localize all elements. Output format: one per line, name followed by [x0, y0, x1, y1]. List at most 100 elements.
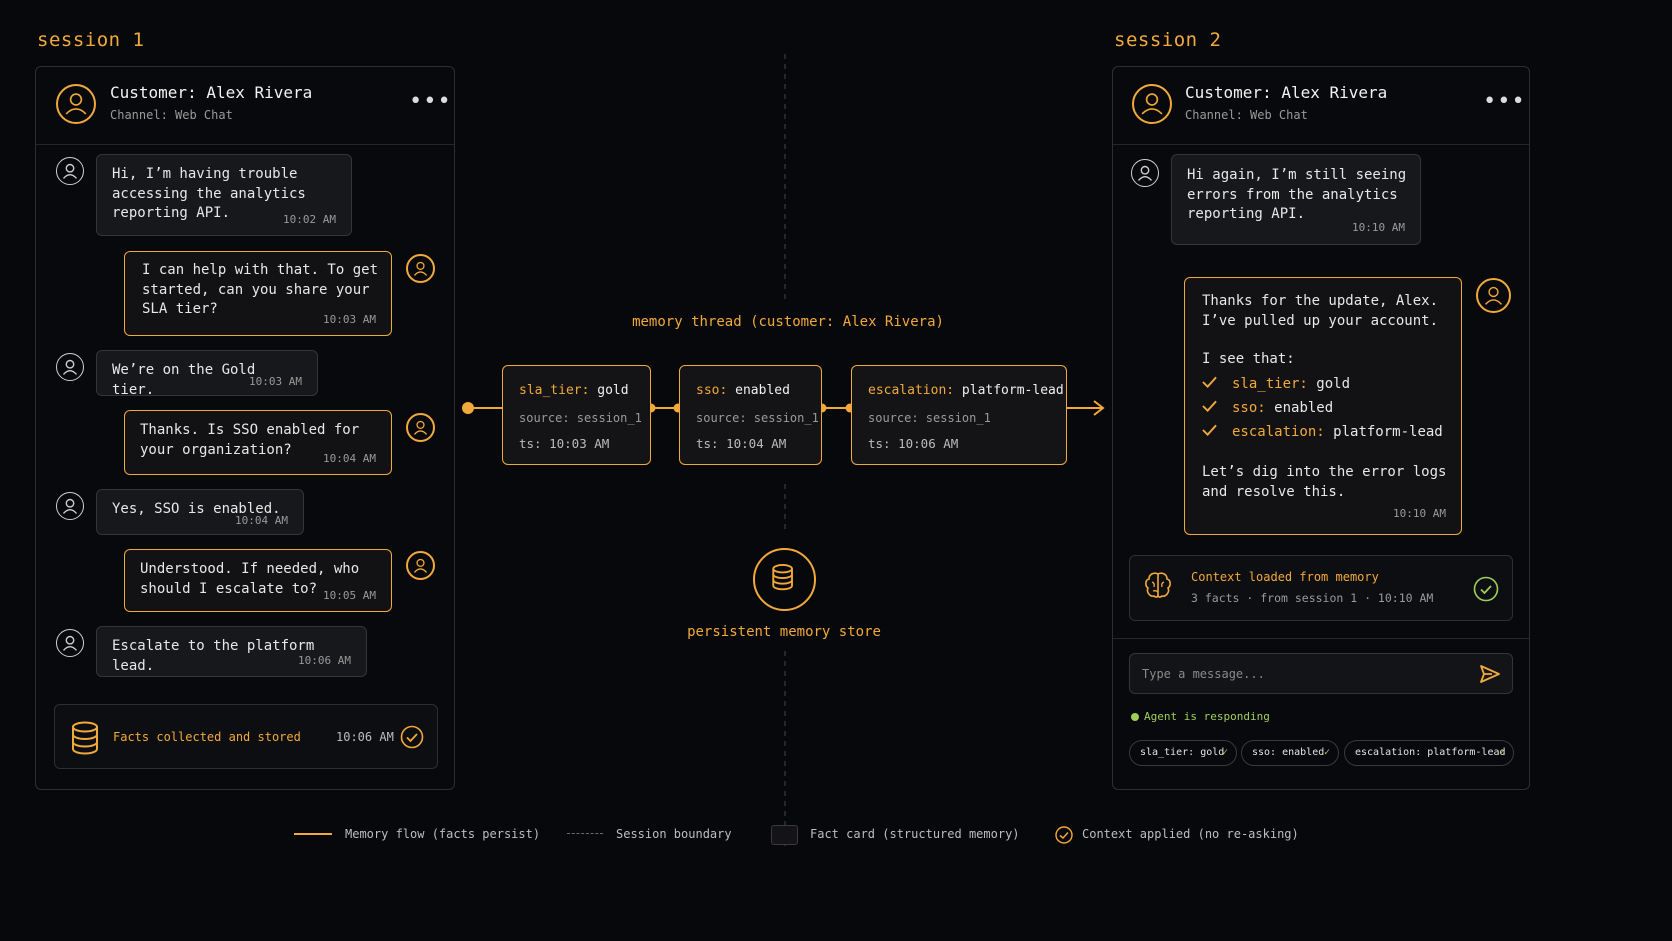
- message-time: 10:02 AM: [283, 212, 336, 226]
- facts-stored-time: 10:06 AM: [336, 730, 394, 744]
- legend-context-applied: Context applied (no re-asking): [1082, 827, 1299, 841]
- customer-avatar-icon: [1132, 84, 1172, 124]
- fact-chip-label: sso: enabled: [1252, 747, 1325, 758]
- fact-key: sla_tier:: [519, 383, 590, 398]
- check-circle-icon: [400, 725, 424, 749]
- legend-boundary-swatch: [567, 833, 603, 834]
- legend-fact-card-swatch: [771, 825, 798, 845]
- chat-header: Customer: Alex Rivera Channel: Web Chat …: [36, 67, 454, 145]
- fact-value: gold: [597, 383, 629, 398]
- legend-memory-flow: Memory flow (facts persist): [345, 827, 541, 841]
- session-2-chat-panel: Customer: Alex Rivera Channel: Web Chat …: [1112, 66, 1530, 790]
- fact-value: platform-lead: [961, 383, 1064, 398]
- message-input[interactable]: Type a message...: [1129, 653, 1513, 694]
- memory-store-icon: [753, 548, 816, 611]
- fact-card-sso: sso: enabled source: session_1 ts: 10:04…: [679, 365, 822, 465]
- agent-see-that-text: I see that:: [1202, 351, 1295, 367]
- session-1-chat-panel: Customer: Alex Rivera Channel: Web Chat …: [35, 66, 455, 790]
- customer-name: Customer: Alex Rivera: [110, 83, 313, 102]
- customer-name: Customer: Alex Rivera: [1185, 83, 1388, 102]
- recalled-key: sla_tier:: [1232, 376, 1308, 392]
- fact-key: escalation:: [868, 383, 955, 398]
- message-bubble-user: We’re on the Gold tier. 10:03 AM: [96, 350, 318, 398]
- divider: [1113, 638, 1529, 639]
- status-dot: [1131, 713, 1139, 721]
- message-text: We’re on the Gold tier.: [112, 362, 256, 398]
- fact-value: enabled: [735, 383, 790, 398]
- message-bubble-agent: I can help with that. To get started, ca…: [124, 251, 392, 336]
- fact-source: source: session_1: [519, 411, 642, 425]
- fact-chip: escalation: platform-lead✓: [1344, 740, 1514, 766]
- user-avatar-icon: [56, 353, 84, 381]
- channel-label: Channel: Web Chat: [1185, 108, 1308, 122]
- agent-avatar-icon: [406, 413, 435, 442]
- legend-session-boundary: Session boundary: [616, 827, 732, 841]
- check-icon: [1202, 423, 1232, 443]
- message-text: Thanks. Is SSO enabled for your organiza…: [140, 422, 360, 458]
- customer-avatar-icon: [56, 84, 96, 124]
- fact-card-escalation: escalation: platform-lead source: sessio…: [851, 365, 1067, 465]
- fact-chip-label: sla_tier: gold: [1140, 747, 1225, 758]
- recalled-value: platform-lead: [1333, 424, 1443, 440]
- message-time: 10:06 AM: [298, 653, 351, 667]
- fact-chip-label: escalation: platform-lead: [1355, 747, 1506, 758]
- message-time: 10:05 AM: [323, 588, 376, 602]
- more-options-icon[interactable]: •••: [1483, 89, 1526, 114]
- message-bubble-agent-recall: Thanks for the update, Alex. I’ve pulled…: [1184, 277, 1462, 535]
- agent-intro-text: Thanks for the update, Alex. I’ve pulled…: [1202, 293, 1439, 329]
- message-bubble-user: Hi again, I’m still seeing errors from t…: [1171, 154, 1421, 245]
- context-loaded-detail: 3 facts · from session 1 · 10:10 AM: [1191, 591, 1434, 605]
- message-input-placeholder: Type a message...: [1142, 667, 1265, 681]
- recalled-key: sso:: [1232, 400, 1266, 416]
- memory-flow-line: [462, 400, 1105, 416]
- channel-label: Channel: Web Chat: [110, 108, 233, 122]
- memory-thread-label: memory thread (customer: Alex Rivera): [632, 314, 944, 330]
- message-text: Hi, I’m having trouble accessing the ana…: [112, 166, 306, 221]
- agent-avatar-icon: [406, 254, 435, 283]
- message-time: 10:04 AM: [323, 451, 376, 465]
- message-bubble-user: Escalate to the platform lead. 10:06 AM: [96, 626, 367, 677]
- recalled-value: enabled: [1274, 400, 1334, 416]
- fact-key: sso:: [696, 383, 728, 398]
- user-avatar-icon: [56, 157, 84, 185]
- fact-timestamp: ts: 10:06 AM: [868, 436, 959, 451]
- recalled-fact-item: sla_tier: gold: [1202, 375, 1350, 395]
- check-circle-icon: [1473, 576, 1499, 602]
- agent-avatar-icon: [1476, 278, 1511, 313]
- message-text: Hi again, I’m still seeing errors from t…: [1187, 167, 1407, 222]
- message-bubble-user: Hi, I’m having trouble accessing the ana…: [96, 154, 352, 236]
- fact-timestamp: ts: 10:04 AM: [696, 436, 787, 451]
- message-time: 10:04 AM: [235, 513, 288, 527]
- database-icon: [69, 720, 101, 756]
- message-time: 10:03 AM: [323, 312, 376, 326]
- session-2-title: session 2: [1114, 29, 1222, 51]
- recalled-value: gold: [1316, 376, 1351, 392]
- send-icon[interactable]: [1478, 662, 1502, 686]
- message-bubble-user: Yes, SSO is enabled. 10:04 AM: [96, 489, 304, 535]
- facts-stored-label: Facts collected and stored: [113, 730, 301, 744]
- fact-source: source: session_1: [868, 411, 991, 425]
- session-1-title: session 1: [37, 29, 145, 51]
- facts-stored-banner: Facts collected and stored 10:06 AM: [54, 704, 438, 769]
- legend-memory-flow-swatch: [294, 833, 332, 835]
- legend-check-circle-icon: [1055, 826, 1073, 844]
- fact-chip: sla_tier: gold✓: [1129, 740, 1237, 766]
- message-text: Yes, SSO is enabled.: [112, 501, 281, 517]
- fact-chip: sso: enabled✓: [1241, 740, 1339, 766]
- user-avatar-icon: [56, 629, 84, 657]
- message-text: Escalate to the platform lead.: [112, 638, 315, 674]
- check-icon: ✓: [1498, 747, 1505, 758]
- message-text: Understood. If needed, who should I esca…: [140, 561, 360, 597]
- more-options-icon[interactable]: •••: [409, 89, 452, 114]
- recalled-fact-item: escalation: platform-lead: [1202, 423, 1443, 443]
- agent-status-text: Agent is responding: [1144, 710, 1270, 723]
- agent-closing-text: Let’s dig into the error logs and resolv…: [1202, 464, 1447, 500]
- check-icon: [1202, 399, 1232, 419]
- message-bubble-agent: Thanks. Is SSO enabled for your organiza…: [124, 410, 392, 475]
- agent-avatar-icon: [406, 551, 435, 580]
- session-boundary-line: [784, 54, 786, 849]
- recalled-fact-item: sso: enabled: [1202, 399, 1333, 419]
- check-icon: [1202, 375, 1232, 395]
- brain-icon: [1142, 569, 1174, 601]
- fact-timestamp: ts: 10:03 AM: [519, 436, 610, 451]
